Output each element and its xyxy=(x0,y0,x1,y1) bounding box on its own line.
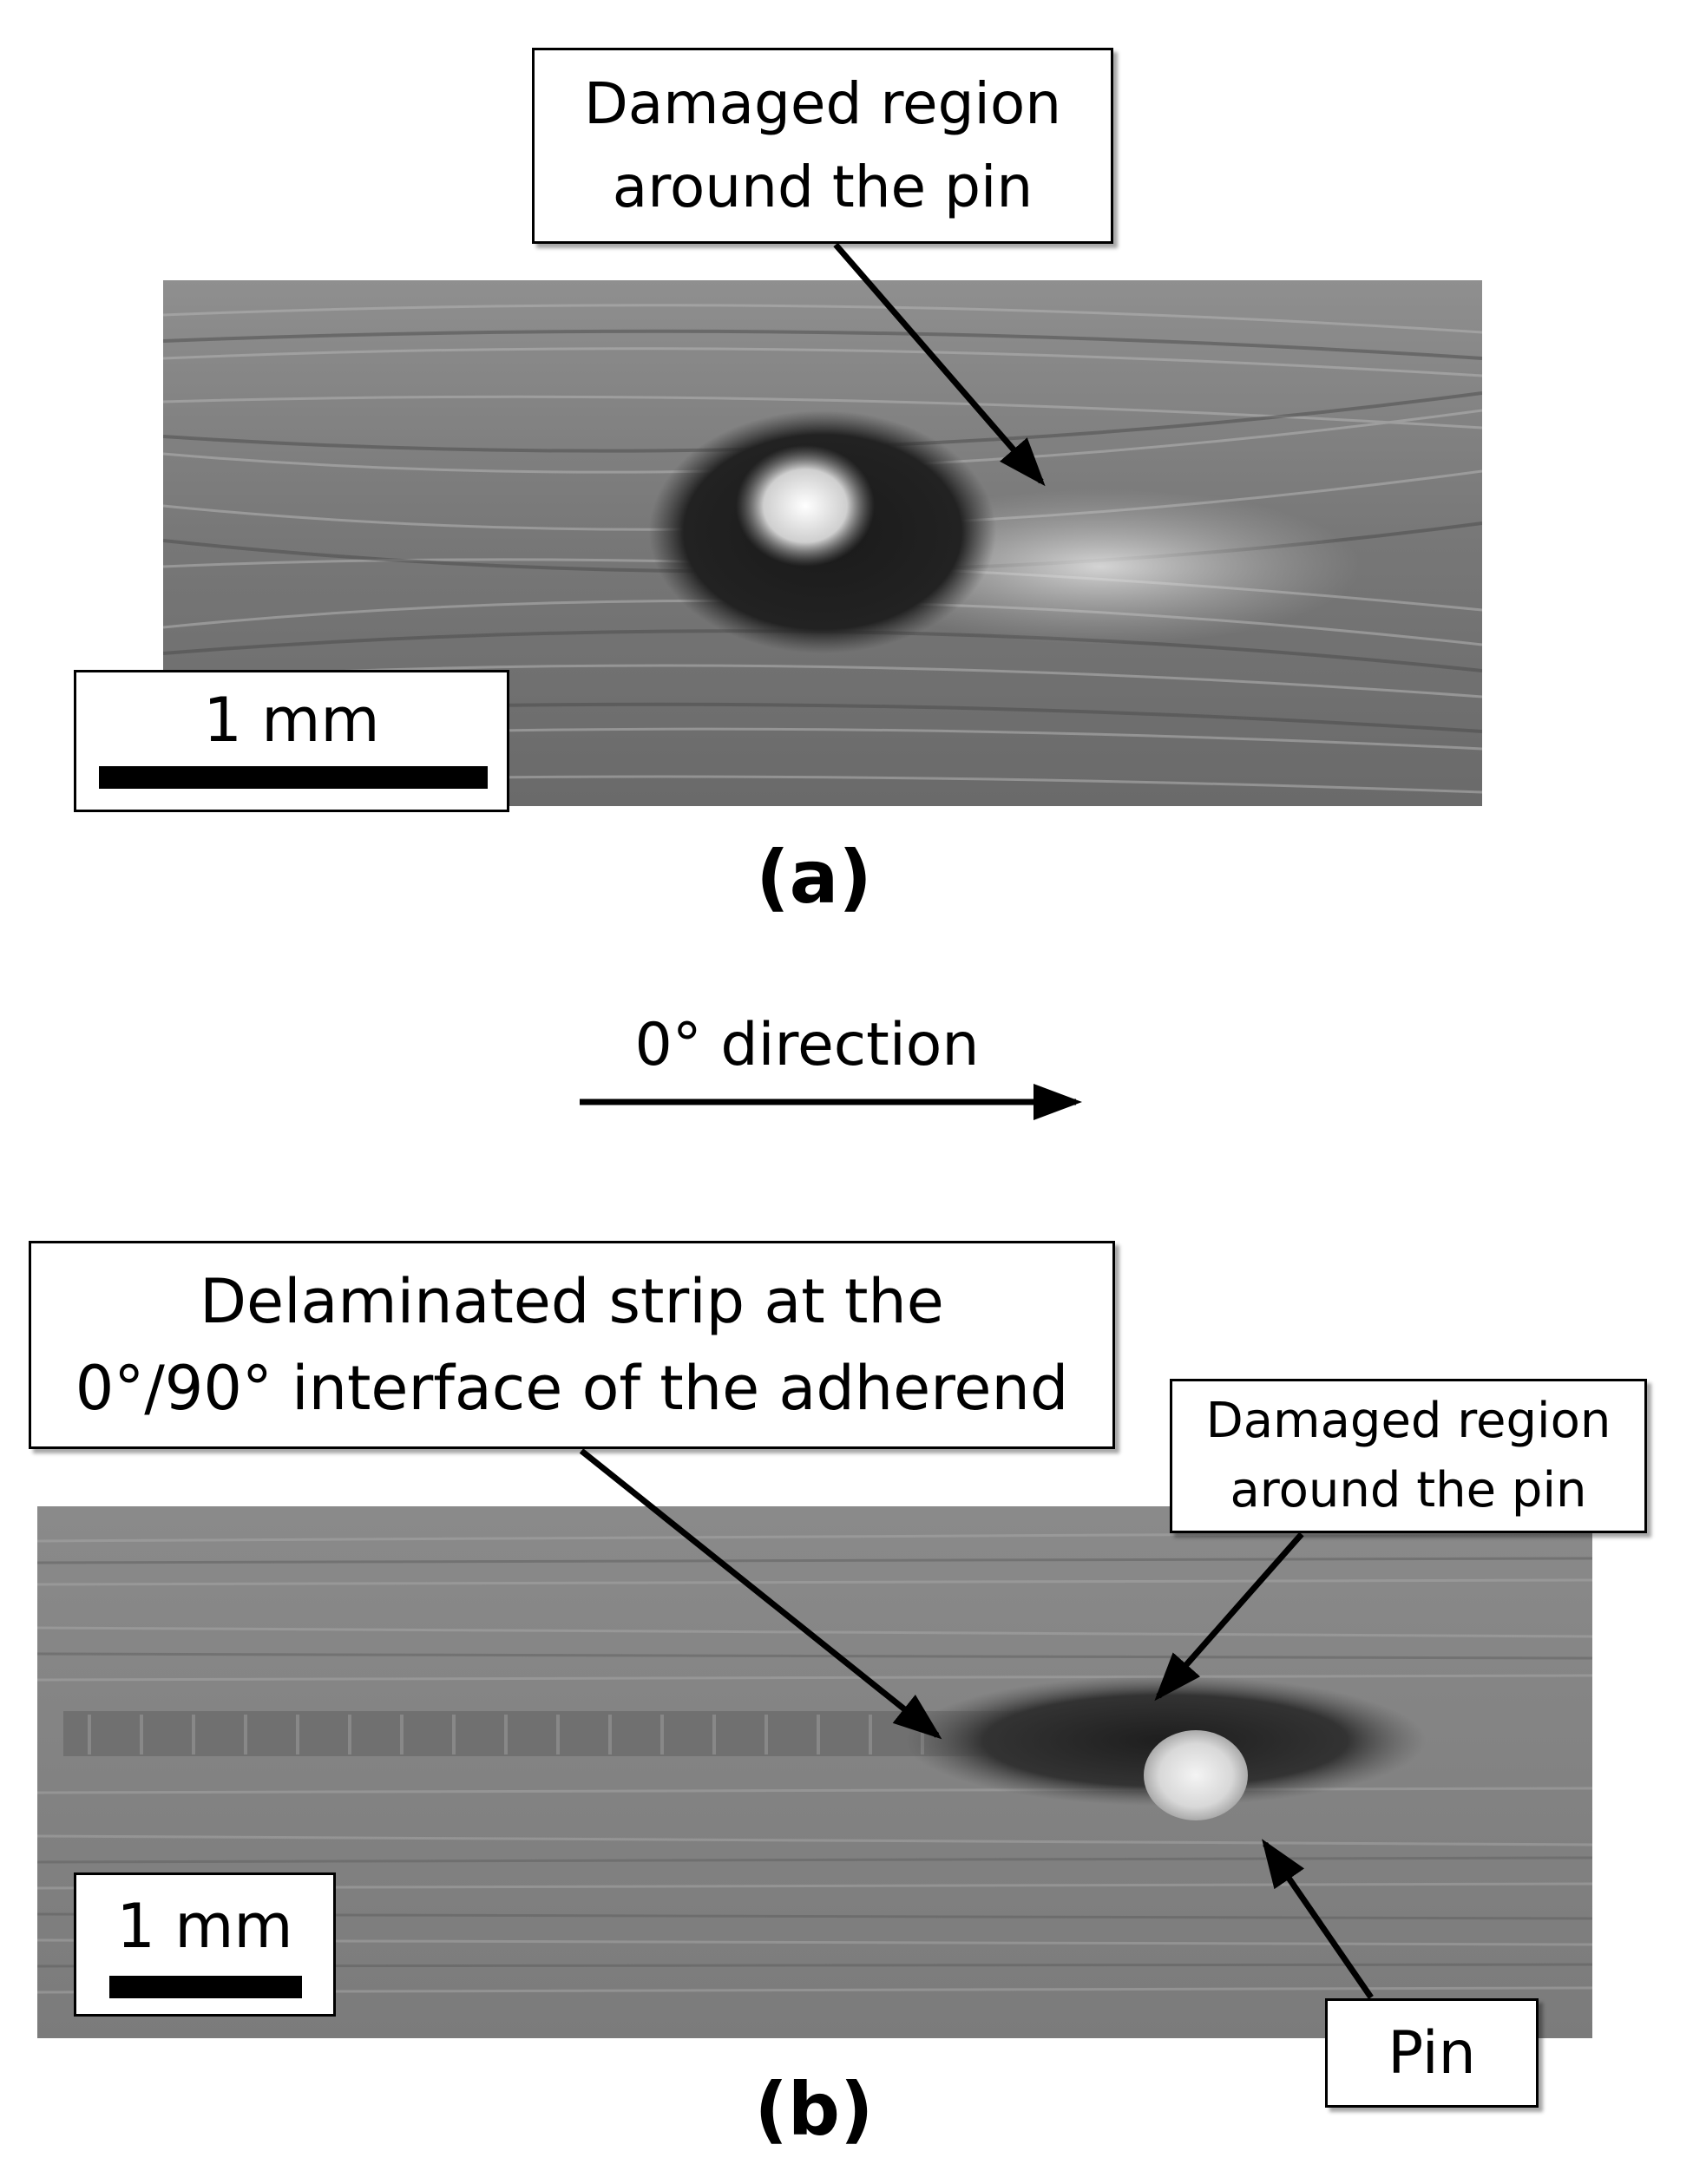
callout-strip-line-2: 0°/90° interface of the adherend xyxy=(75,1353,1069,1424)
arrow-damaged-region-b xyxy=(1154,1531,1304,1702)
callout-strip-line-1: Delaminated strip at the xyxy=(200,1266,944,1337)
arrow-delaminated-strip xyxy=(579,1448,942,1740)
callout-pin: Pin xyxy=(1325,1998,1539,2108)
scale-bar-b: 1 mm xyxy=(74,1872,336,2017)
scale-bar-a-label: 1 mm xyxy=(203,685,380,756)
scale-bar-b-label: 1 mm xyxy=(116,1891,293,1962)
callout-damaged-region-a: Damaged region around the pin xyxy=(532,48,1113,244)
callout-damaged-region-b: Damaged region around the pin xyxy=(1170,1379,1647,1533)
scale-bar-b-line xyxy=(109,1976,302,1998)
callout-damage-b-line-2: around the pin xyxy=(1230,1462,1587,1518)
scale-bar-a: 1 mm xyxy=(74,670,509,812)
callout-a-line-2: around the pin xyxy=(612,154,1034,220)
scale-bar-a-line xyxy=(99,766,488,789)
callout-a-line-1: Damaged region xyxy=(583,70,1062,137)
panel-label-b: (b) xyxy=(754,2067,874,2152)
arrow-pin xyxy=(1262,1839,1374,1999)
callout-pin-label: Pin xyxy=(1388,2018,1476,2088)
panel-label-a: (a) xyxy=(756,835,872,920)
micrograph-panel-a xyxy=(163,280,1482,806)
callout-delaminated-strip: Delaminated strip at the 0°/90° interfac… xyxy=(29,1241,1115,1449)
arrow-damaged-region-a xyxy=(833,242,1046,487)
direction-label: 0° direction xyxy=(634,1011,980,1079)
callout-damage-b-line-1: Damaged region xyxy=(1205,1393,1611,1449)
